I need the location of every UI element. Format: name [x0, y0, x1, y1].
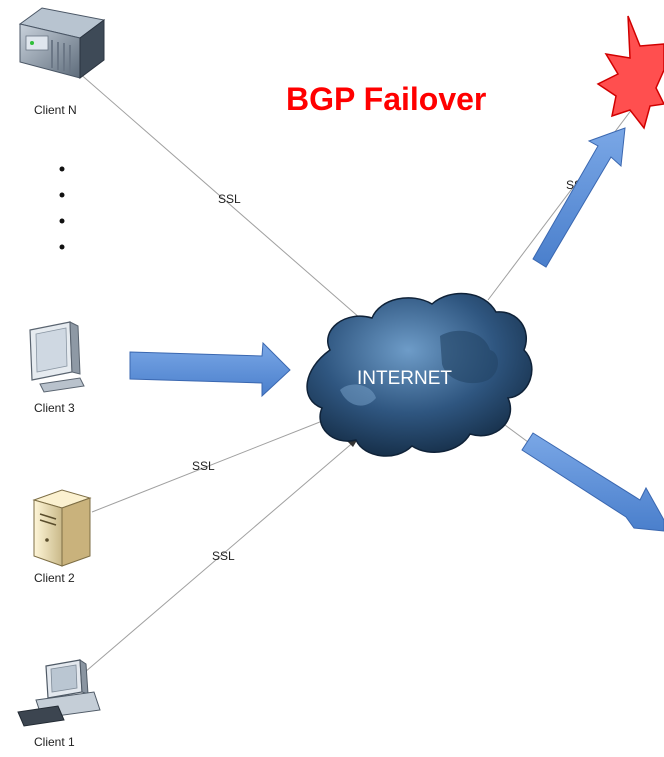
- client-3-label: Client 3: [34, 401, 75, 415]
- client-1-label: Client 1: [34, 735, 75, 749]
- link-line-client-1: [63, 439, 357, 691]
- link-line-upper-right: [487, 79, 655, 301]
- monitor-icon: [29, 321, 85, 393]
- client-n-label: Client N: [34, 103, 77, 117]
- explosion-burst-icon: [596, 15, 664, 130]
- client-2-label: Client 2: [34, 571, 75, 585]
- link-line-client-2: [91, 417, 331, 513]
- tower-server-icon: [32, 489, 92, 567]
- client3-flow-arrow: [129, 341, 291, 398]
- desktop-computer-icon: [17, 659, 101, 727]
- ssl-label-client-n: SSL: [218, 192, 241, 206]
- link-line-client-n: [77, 71, 377, 333]
- diagram-title: BGP Failover: [286, 81, 486, 117]
- lower-right-flow-arrow: [521, 432, 664, 532]
- internet-label: INTERNET: [357, 368, 452, 389]
- rack-server-icon: [18, 7, 106, 79]
- ssl-label-client-2: SSL: [192, 459, 215, 473]
- ellipsis-bullets: [59, 166, 65, 250]
- internet-cloud-icon: [306, 292, 533, 457]
- ssl-label-client-1: SSL: [212, 549, 235, 563]
- upper-right-flow-arrow: [532, 127, 626, 268]
